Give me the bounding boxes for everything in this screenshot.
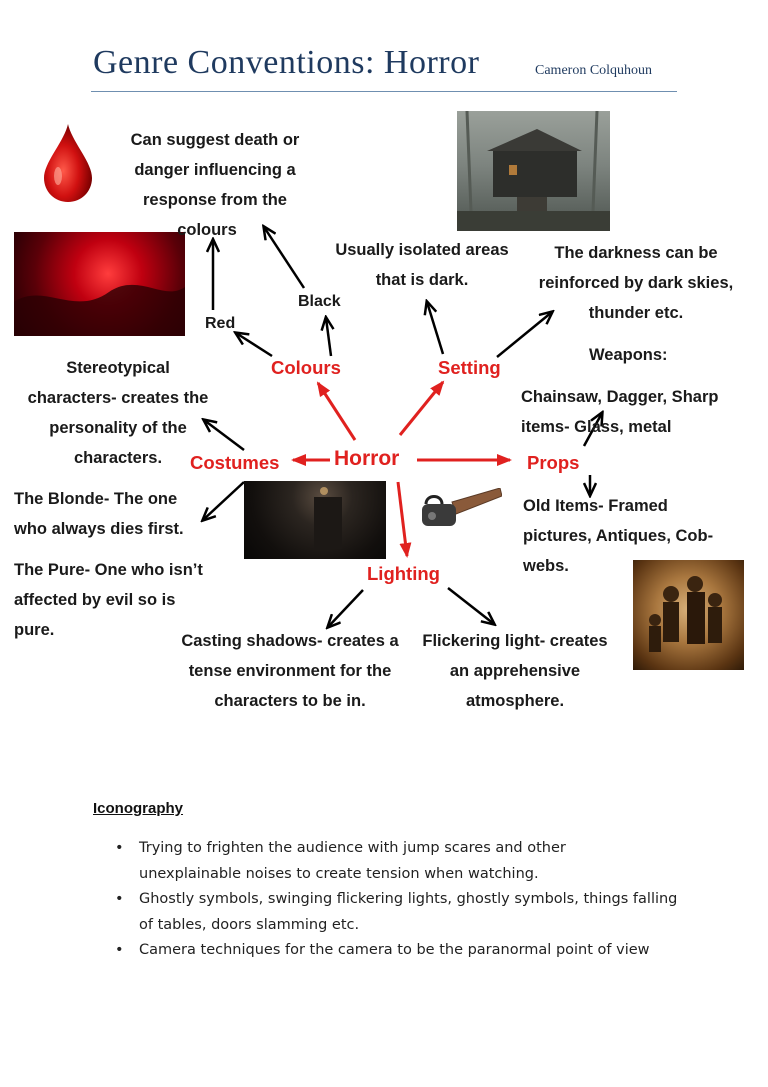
costumes-line: characters. — [73, 449, 163, 467]
title-divider — [91, 91, 677, 92]
shadows-line: characters to be in. — [214, 692, 366, 710]
arrow-costumes-blonde — [203, 481, 245, 520]
list-item-line: Ghostly symbols, swinging flickering lig… — [139, 891, 678, 907]
list-item-line: Trying to frighten the audience with jum… — [139, 840, 566, 856]
colours-note-line: Can suggest death or — [130, 131, 300, 149]
blonde-line: who always dies first. — [14, 520, 184, 538]
node-setting: Setting — [438, 357, 501, 378]
setting-darkness-line: The darkness can be — [554, 244, 718, 262]
arrow-lighting-shadows — [328, 589, 364, 627]
old-family-photo-image — [633, 560, 744, 670]
props-line: webs. — [523, 557, 569, 575]
flicker-note: Flickering light- creates an apprehensiv… — [412, 626, 618, 716]
props-note: Old Items- Framed pictures, Antiques, Co… — [523, 491, 753, 581]
shadows-line: Casting shadows- creates a — [181, 632, 399, 650]
list-item: • Ghostly symbols, swinging flickering l… — [115, 887, 715, 938]
weapons-line: items- Glass, metal — [521, 418, 672, 436]
blood-drop-image — [40, 122, 96, 204]
label-black: Black — [298, 293, 341, 310]
props-line: pictures, Antiques, Cob- — [523, 527, 714, 545]
list-item-line: Camera techniques for the camera to be t… — [139, 942, 650, 958]
pure-line: affected by evil so is — [14, 591, 176, 609]
weapons-line: Chainsaw, Dagger, Sharp — [521, 388, 719, 406]
colours-note-line: danger influencing a — [134, 161, 296, 179]
pure-line: pure. — [14, 621, 55, 639]
arrow-setting-darkness — [496, 312, 552, 358]
dark-hallway-image — [244, 481, 386, 559]
list-item-line: of tables, doors slamming etc. — [139, 916, 360, 933]
arrow-lighting-flicker — [447, 587, 494, 624]
pure-note: The Pure- One who isn’t affected by evil… — [14, 555, 234, 645]
node-props: Props — [527, 452, 580, 473]
props-line: Old Items- Framed — [523, 497, 668, 515]
arrow-horror-colours — [316, 381, 357, 441]
node-horror: Horror — [334, 447, 400, 470]
arrow-colours-red — [236, 333, 273, 358]
setting-darkness-line: reinforced by dark skies, — [538, 274, 734, 292]
iconography-heading: Iconography — [93, 800, 184, 817]
setting-isolated-line: that is dark. — [375, 271, 469, 289]
page-title: Genre Conventions: Horror — [93, 44, 480, 81]
setting-isolated-note: Usually isolated areas that is dark. — [326, 235, 518, 295]
bullet-icon: • — [115, 942, 124, 958]
pure-line: The Pure- One who isn’t — [14, 561, 203, 579]
shadows-line: tense environment for the — [188, 662, 392, 680]
colours-note: Can suggest death or danger influencing … — [100, 125, 330, 245]
author-name: Cameron Colquhoun — [535, 63, 653, 78]
colours-note-line: colours — [177, 221, 237, 239]
bullet-icon: • — [115, 840, 124, 856]
setting-darkness-note: The darkness can be reinforced by dark s… — [528, 238, 744, 328]
costumes-line: Stereotypical — [66, 359, 170, 377]
costumes-line: personality of the — [49, 419, 187, 437]
shadows-note: Casting shadows- creates a tense environ… — [170, 626, 410, 716]
arrow-props-weapons — [582, 413, 602, 447]
node-colours: Colours — [271, 357, 341, 378]
list-item: • Camera techniques for the camera to be… — [115, 938, 715, 964]
arrow-setting-isolated — [427, 302, 445, 355]
arrow-black-note — [264, 227, 306, 289]
label-red: Red — [205, 315, 236, 332]
setting-darkness-line: thunder etc. — [588, 304, 684, 322]
arrow-horror-setting — [398, 380, 445, 436]
setting-isolated-line: Usually isolated areas — [335, 241, 509, 259]
flicker-line: Flickering light- creates — [422, 632, 608, 650]
costumes-line: characters- creates the — [27, 389, 209, 407]
flicker-line: atmosphere. — [465, 692, 565, 710]
red-moon-image — [14, 232, 185, 336]
chainsaw-image — [418, 488, 502, 532]
blonde-note: The Blonde- The one who always dies firs… — [14, 484, 234, 544]
iconography-list: • Trying to frighten the audience with j… — [115, 836, 715, 964]
weapons-note: Chainsaw, Dagger, Sharp items- Glass, me… — [521, 382, 761, 442]
arrow-costumes-stereo — [204, 420, 245, 451]
flicker-line: an apprehensive — [449, 662, 581, 680]
list-item: • Trying to frighten the audience with j… — [115, 836, 715, 887]
blonde-line: The Blonde- The one — [14, 490, 178, 508]
foggy-cabin-image — [457, 111, 610, 231]
node-costumes: Costumes — [190, 452, 280, 473]
list-item-line: unexplainable noises to create tension w… — [139, 865, 539, 882]
colours-note-line: response from the — [143, 191, 287, 209]
weapons-heading: Weapons: — [589, 346, 668, 364]
node-lighting: Lighting — [367, 563, 440, 584]
costumes-note: Stereotypical characters- creates the pe… — [14, 353, 222, 473]
arrow-colours-black — [326, 318, 331, 357]
bullet-icon: • — [115, 891, 124, 907]
arrow-horror-lighting — [396, 481, 412, 558]
